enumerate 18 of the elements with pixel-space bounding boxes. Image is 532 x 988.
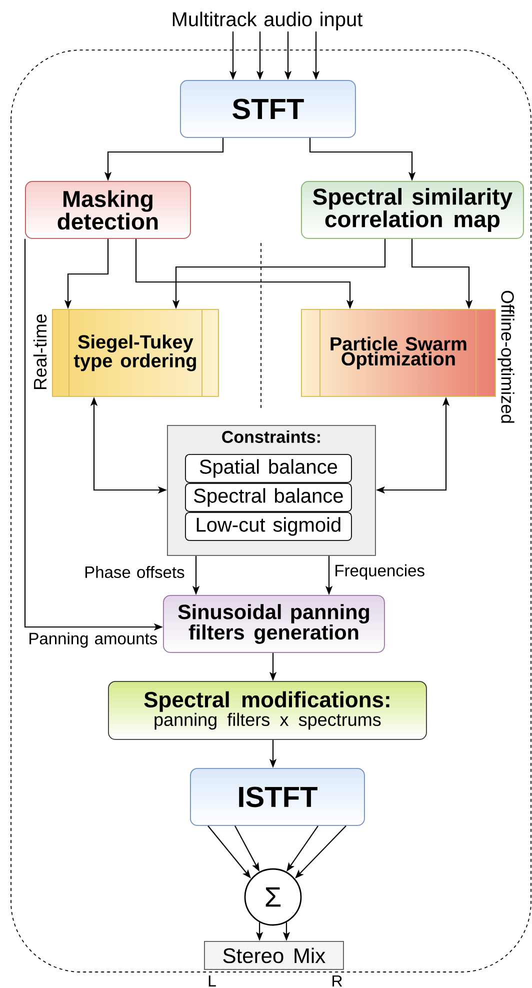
side-label: Offline-optimized [498, 290, 514, 423]
side-label: Real-time [33, 314, 47, 390]
output-box: Stereo Mix [204, 941, 344, 970]
process-box: ISTFT [190, 768, 365, 826]
process-box: Sinusoidal panning filters generation [163, 595, 385, 653]
process-box: Particle Swarm Optimization [301, 308, 496, 398]
constraint-box: Spatial balance [185, 454, 352, 483]
edge-label: Panning amounts [27, 631, 159, 649]
process-box: Spectral similarity correlation map [301, 181, 524, 239]
edge-label: Phase offsets [83, 564, 186, 580]
input-label: Multitrack audio input [172, 12, 363, 30]
constraint-box: Low-cut sigmoid [185, 512, 352, 541]
process-box: Masking detection [25, 181, 191, 239]
edge-label: Frequencies [333, 563, 426, 581]
constraint-box: Spectral balance [185, 483, 352, 512]
process-box: STFT [180, 80, 356, 138]
process-box: Siegel-Tukey type ordering [52, 308, 219, 398]
process-box: Spectral modifications: panning filters x spectrums [108, 681, 427, 740]
